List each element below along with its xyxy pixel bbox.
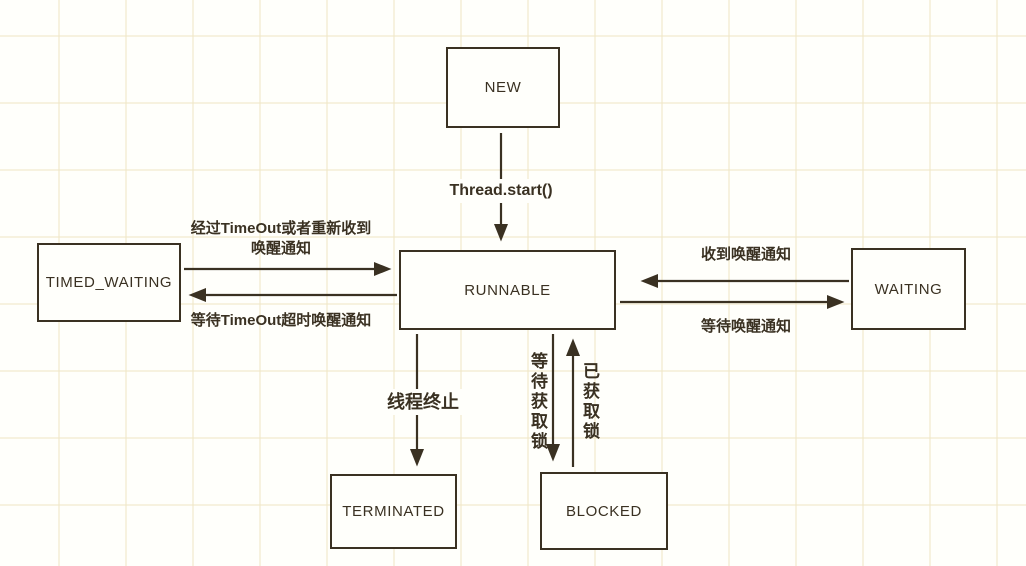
state-box-runnable: RUNNABLE — [399, 250, 616, 330]
state-label-new: NEW — [484, 79, 522, 96]
state-label-blocked: BLOCKED — [566, 502, 642, 520]
state-box-blocked: BLOCKED — [540, 472, 668, 550]
transition-label-thread-start: Thread.start() — [444, 179, 558, 203]
state-label-terminated: TERMINATED — [342, 503, 445, 520]
transition-label-runnable-to-waiting: 等待唤醒通知 — [700, 318, 792, 335]
state-box-terminated: TERMINATED — [330, 474, 457, 549]
transition-label-runnable-to-timed-waiting: 等待TimeOut超时唤醒通知 — [190, 312, 372, 329]
transition-label-timed-waiting-to-runnable-line2: 唤醒通知 — [250, 240, 312, 258]
transition-label-runnable-to-blocked: 等待获取锁 — [528, 352, 547, 452]
state-box-waiting: WAITING — [851, 248, 966, 330]
state-label-timed-waiting: TIMED_WAITING — [45, 274, 173, 291]
transition-label-timed-waiting-to-runnable-line1: 经过TimeOut或者重新收到 — [190, 220, 372, 237]
transition-label-blocked-to-runnable: 已获取锁 — [580, 362, 599, 442]
transition-label-runnable-to-terminated: 线程终止 — [382, 389, 464, 416]
transition-label-waiting-to-runnable: 收到唤醒通知 — [700, 246, 792, 263]
state-box-timed-waiting: TIMED_WAITING — [37, 243, 181, 322]
transition-label-timed-waiting-to-runnable: 经过TimeOut或者重新收到 唤醒通知 — [191, 219, 372, 260]
state-box-new: NEW — [446, 47, 560, 128]
state-label-waiting: WAITING — [874, 280, 943, 298]
state-label-runnable: RUNNABLE — [464, 281, 551, 299]
